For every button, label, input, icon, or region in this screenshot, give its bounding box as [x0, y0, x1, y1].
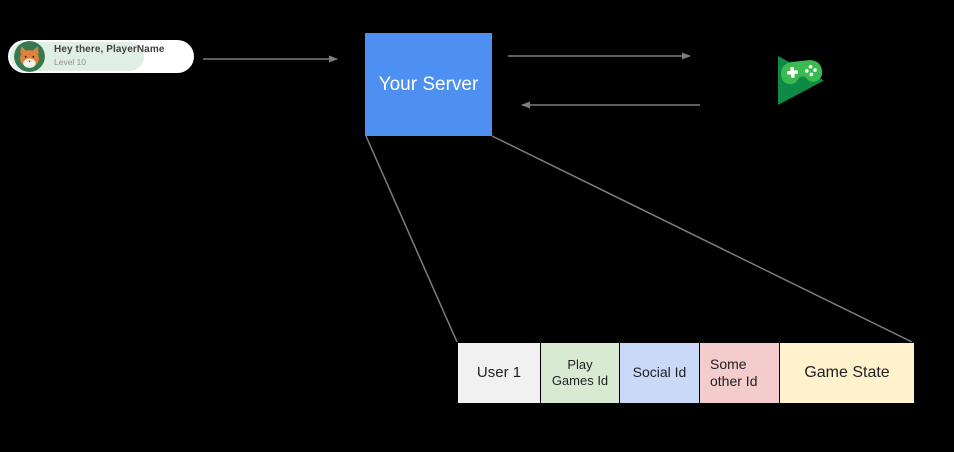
gamepad-shape	[781, 60, 823, 85]
server-box: Your Server	[365, 33, 492, 136]
table-cell-play-games-id: Play Games Id	[541, 343, 620, 403]
google-play-games-icon	[778, 56, 824, 105]
table-cell-user-1: User 1	[458, 343, 541, 403]
line-server-to-table-left	[365, 135, 458, 343]
server-label: Your Server	[378, 73, 479, 95]
player-greeting-text: Hey there, PlayerName	[54, 44, 165, 55]
player-greeting-card: Hey there, PlayerName Level 10	[8, 40, 194, 73]
fox-avatar-icon	[14, 41, 45, 72]
line-server-to-table-right	[491, 135, 913, 343]
table-cell-game-state: Game State	[780, 343, 914, 403]
table-cell-social-id: Social Id	[620, 343, 700, 403]
player-level-text: Level 10	[54, 57, 87, 67]
table-cell-some-other-id: Some other Id	[700, 343, 780, 403]
